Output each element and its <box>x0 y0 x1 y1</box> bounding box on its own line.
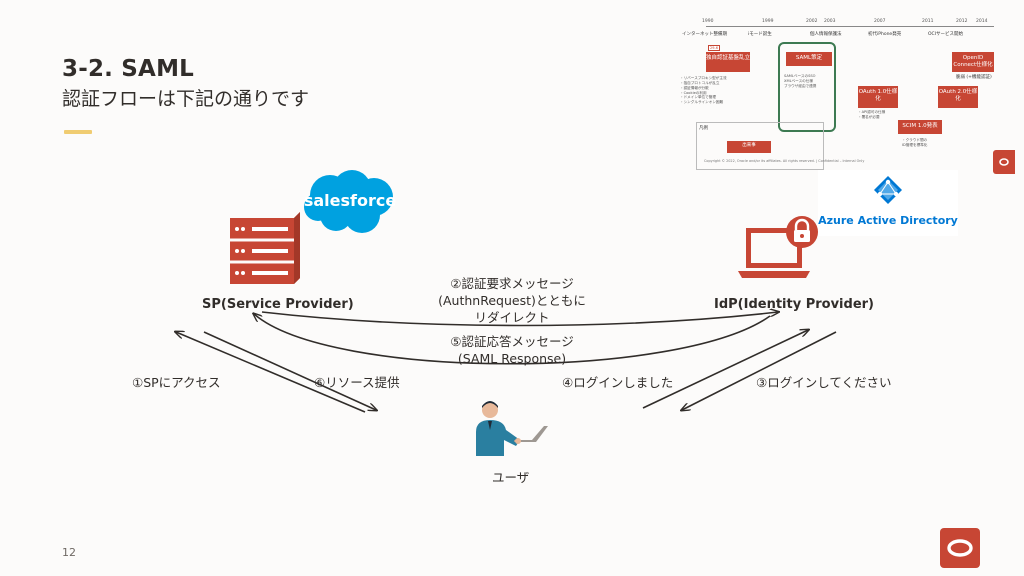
arrow-step4 <box>642 330 808 409</box>
timeline-box: SCIM 1.0発表 <box>898 120 942 134</box>
year-label: 2003 <box>824 19 836 24</box>
step5-label: ⑤認証応答メッセージ (SAML Response) <box>412 333 612 367</box>
page-number: 12 <box>62 546 76 559</box>
year-label: 2012 <box>956 19 968 24</box>
step3-label: ③ログインしてください <box>756 375 892 390</box>
timeline-box: SAML策定 <box>786 52 832 66</box>
timeline-box: 独自認証基盤乱立 <box>706 52 750 72</box>
oracle-logo-icon <box>940 528 980 568</box>
legend-box-sample: 出来事 <box>727 141 771 153</box>
azure-ad-logo <box>818 170 958 236</box>
event-label: インターネット整備期 <box>682 32 727 37</box>
step2-line: (AuthnRequest)とともに <box>438 293 586 308</box>
server-rack-icon <box>224 212 304 292</box>
azure-ad-logo-text: Azure Active Directory <box>818 214 958 227</box>
slide-subtitle: 認証フローは下記の通りです <box>62 88 310 110</box>
event-label: 個人情報保護法 <box>810 32 842 37</box>
step6-label: ⑥リソース提供 <box>314 375 400 390</box>
legend-label: 凡例 <box>699 126 708 131</box>
idp-label: IdP(Identity Provider) <box>714 297 874 312</box>
event-label: OCIサービス開始 <box>928 32 964 37</box>
year-label: 2014 <box>976 19 988 24</box>
oracle-tab-icon <box>993 150 1015 174</box>
laptop-lock-icon <box>736 216 826 290</box>
step2-line: リダイレクト <box>474 310 550 325</box>
year-label: 1990 <box>702 19 714 24</box>
user-label: ユーザ <box>492 470 530 485</box>
timeline-box: OAuth 2.0仕様化 <box>938 86 978 108</box>
event-label: iモード誕生 <box>748 32 772 37</box>
legend-box: 凡例 出来事 <box>696 122 824 170</box>
sp-label: SP(Service Provider) <box>202 297 354 312</box>
year-label: 1999 <box>762 19 774 24</box>
side-label: 脆弱 (+機能認証) <box>956 75 992 80</box>
step4-label: ④ログインしました <box>562 375 674 390</box>
step2-label: ②認証要求メッセージ (AuthnRequest)とともに リダイレクト <box>412 275 612 326</box>
timeline-box: OpenID Connect仕様化 <box>952 52 994 72</box>
slide-title: 3-2. SAML <box>62 56 195 82</box>
person-laptop-icon <box>468 400 558 464</box>
copyright: Copyright © 2022, Oracle and/or its affi… <box>704 159 865 163</box>
salesforce-logo: salesforce <box>300 165 400 241</box>
step2-line: ②認証要求メッセージ <box>450 276 574 291</box>
year-label: 2002 <box>806 19 818 24</box>
year-label: 2011 <box>922 19 934 24</box>
saml-highlight-frame <box>778 42 836 132</box>
arrow-step5 <box>254 314 771 365</box>
arrow-step2 <box>261 312 778 327</box>
event-label: 初代iPhone発売 <box>868 32 902 37</box>
salesforce-logo-text: salesforce <box>303 191 397 210</box>
step5-line: ⑤認証応答メッセージ <box>450 334 574 349</box>
timeline-axis <box>706 26 994 27</box>
timeline-box: OAuth 1.0仕様化 <box>858 86 898 108</box>
arrow-step6 <box>203 331 376 410</box>
accent-bar <box>64 130 92 134</box>
arrow-step1 <box>176 332 366 413</box>
step1-label: ①SPにアクセス <box>132 375 221 390</box>
arrow-step3 <box>682 331 837 410</box>
year-label: 2007 <box>874 19 886 24</box>
timeline-thumbnail: 1990 1999 2002 2003 2007 2011 2012 2014 … <box>676 16 996 176</box>
step5-line: (SAML Response) <box>457 351 567 366</box>
